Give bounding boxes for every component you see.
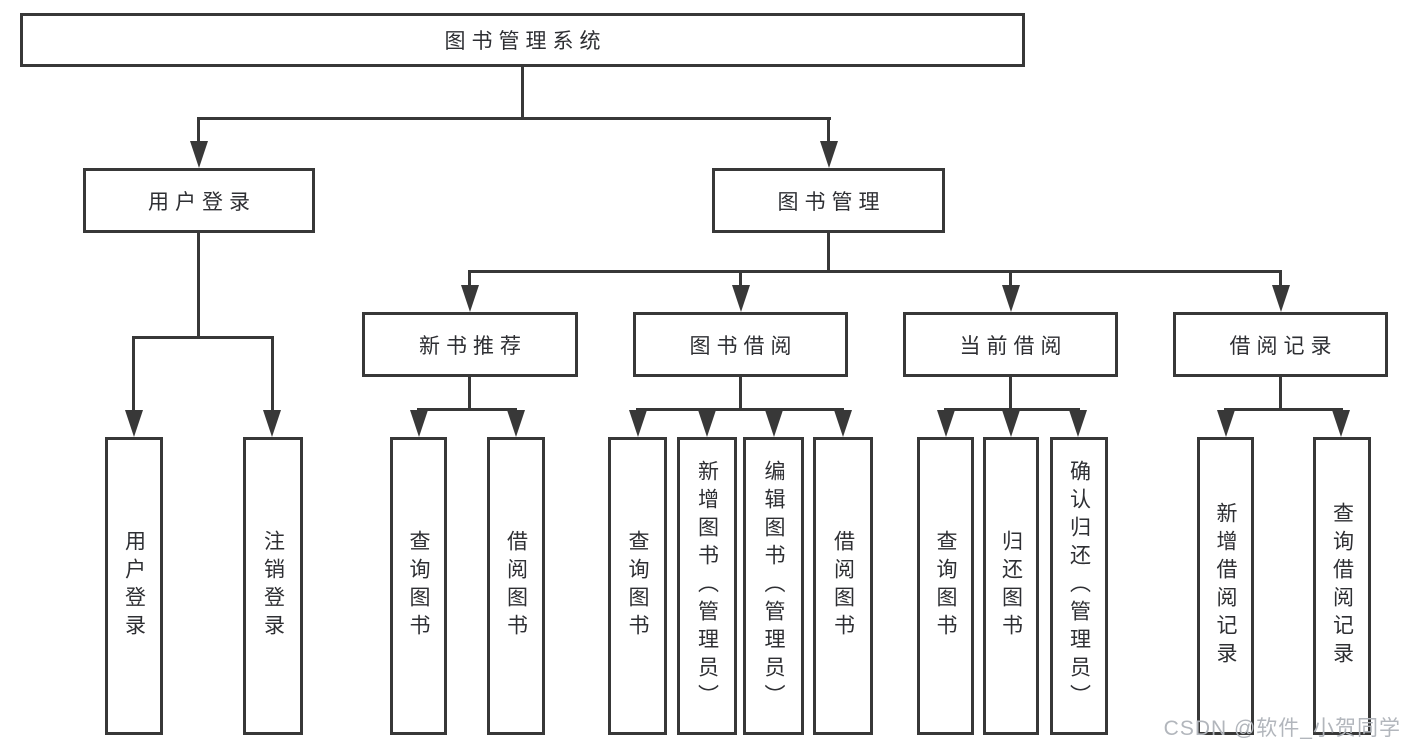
connector-line [1279,377,1282,408]
node-edit-books-admin: 编辑图书（管理员） [743,437,804,735]
node-library-management-system: 图书管理系统 [20,13,1025,67]
node-borrow-books-recommend: 借阅图书 [487,437,545,735]
connector-line [739,270,742,288]
arrow-down-icon [263,410,281,437]
node-label: 注销登录 [261,530,285,642]
connector-line [468,270,1282,273]
connector-line [417,408,517,411]
connector-line [1009,270,1012,288]
node-label: 查询图书 [626,530,649,642]
arrow-down-icon [1217,410,1235,437]
connector-line [827,117,830,145]
connector-line [468,270,471,288]
connector-line [827,233,830,270]
node-label: 新增图书（管理员） [695,460,719,712]
arrow-down-icon [125,410,143,437]
node-user-login-leaf: 用户登录 [105,437,163,735]
node-add-books-admin: 新增图书（管理员） [677,437,737,735]
node-label: 图书管理 [777,190,886,214]
connector-line [468,377,471,408]
arrow-down-icon [820,141,838,168]
node-current-borrowing: 当前借阅 [903,312,1118,377]
connector-line [132,336,135,412]
node-new-book-recommendation: 新书推荐 [362,312,578,377]
connector-line [197,117,831,120]
connector-line [197,117,200,145]
arrow-down-icon [190,141,208,168]
node-label: 用户登录 [148,190,256,214]
arrow-down-icon [1002,285,1020,312]
arrow-down-icon [1272,285,1290,312]
node-label: 确认归还（管理员） [1067,460,1091,712]
node-label: 编辑图书（管理员） [762,460,785,712]
node-label: 当前借阅 [959,334,1068,358]
node-label: 借阅图书 [831,530,855,642]
node-borrow-books: 借阅图书 [813,437,873,735]
connector-line [739,377,742,408]
arrow-down-icon [461,285,479,312]
node-confirm-return-admin: 确认归还（管理员） [1050,437,1108,735]
connector-line [1279,270,1282,288]
node-return-books: 归还图书 [983,437,1039,735]
node-label: 借阅图书 [504,530,528,642]
arrow-down-icon [732,285,750,312]
connector-line [944,408,1080,411]
node-label: 图书管理系统 [444,30,607,53]
node-book-borrowing: 图书借阅 [633,312,848,377]
watermark-text: CSDN @软件_小贺同学 [1163,717,1401,740]
connector-line [521,67,524,118]
node-label: 新书推荐 [419,334,527,358]
node-label: 用户登录 [122,530,146,642]
connector-line [271,336,274,412]
arrow-down-icon [1332,410,1350,437]
node-label: 查询图书 [934,530,957,642]
node-label: 新增借阅记录 [1214,502,1237,670]
node-add-borrow-record: 新增借阅记录 [1197,437,1254,735]
node-query-books-current: 查询图书 [917,437,974,735]
node-borrowing-records: 借阅记录 [1173,312,1388,377]
connector-line [1224,408,1343,411]
arrow-down-icon [1002,410,1020,437]
node-label: 图书借阅 [689,334,798,358]
connector-line [636,408,844,411]
arrow-down-icon [834,410,852,437]
arrow-down-icon [410,410,428,437]
node-logout-login: 注销登录 [243,437,303,735]
node-query-books-borrowing: 查询图书 [608,437,667,735]
arrow-down-icon [937,410,955,437]
connector-line [132,336,274,339]
node-query-books-recommend: 查询图书 [390,437,447,735]
arrow-down-icon [765,410,783,437]
node-label: 借阅记录 [1229,334,1338,358]
connector-line [1009,377,1012,408]
arrow-down-icon [629,410,647,437]
node-query-borrow-record: 查询借阅记录 [1313,437,1371,735]
node-book-management: 图书管理 [712,168,945,233]
node-user-login: 用户登录 [83,168,315,233]
arrow-down-icon [698,410,716,437]
connector-line [197,233,200,336]
arrow-down-icon [1069,410,1087,437]
node-label: 查询图书 [407,530,430,642]
node-label: 查询借阅记录 [1330,502,1354,670]
node-label: 归还图书 [999,530,1023,642]
arrow-down-icon [507,410,525,437]
